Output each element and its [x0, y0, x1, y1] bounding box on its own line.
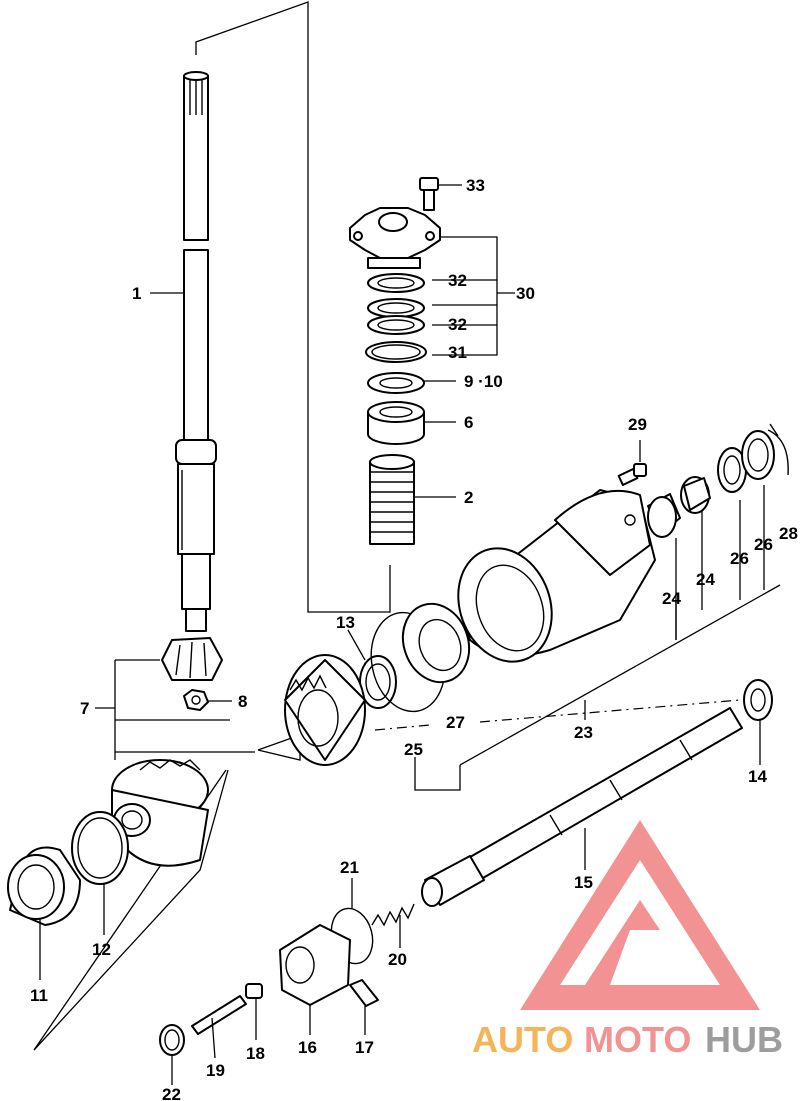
- callout-13: 13: [336, 613, 355, 632]
- callout-20: 20: [388, 950, 407, 969]
- part-11-bearing: [7, 846, 81, 926]
- part-23-housing: [457, 489, 656, 663]
- logo-triangle-icon: [520, 820, 760, 1010]
- callout-24-b: 24: [696, 570, 715, 589]
- part-14-washer: [743, 679, 773, 721]
- callout-24-a: 24: [662, 589, 681, 608]
- part-33-bolt: [419, 177, 439, 211]
- seal-stack: [365, 273, 427, 363]
- callout-14: 14: [748, 767, 767, 786]
- callout-6: 6: [464, 413, 473, 432]
- callout-22: 22: [162, 1085, 181, 1101]
- part-16-clutch: [279, 924, 351, 1006]
- callout-2: 2: [464, 488, 473, 507]
- part-28-clip: [767, 423, 789, 476]
- part-6-bearing: [367, 401, 425, 445]
- callout-27: 27: [446, 713, 465, 732]
- part-9-10-shim: [367, 372, 425, 394]
- callout-21: 21: [340, 858, 359, 877]
- watermark-auto: AUTO: [472, 1019, 573, 1060]
- part-19-push-rod: [191, 995, 247, 1035]
- part-1-drive-shaft: [175, 71, 217, 632]
- callout-32-a: 32: [448, 271, 467, 290]
- callout-32-b: 32: [448, 315, 467, 334]
- part-17-pin: [349, 979, 379, 1007]
- callout-23: 23: [574, 723, 593, 742]
- callout-11: 11: [30, 986, 48, 1005]
- callout-19: 19: [206, 1061, 225, 1080]
- callout-7: 7: [80, 699, 89, 718]
- callout-9-10: 9 ·10: [464, 372, 503, 391]
- part-reverse-gear: [284, 654, 366, 766]
- part-24-needle-bearings: [647, 476, 711, 538]
- callout-15: 15: [574, 873, 593, 892]
- callout-26-b: 26: [754, 535, 773, 554]
- leader-lines: [39, 184, 761, 1085]
- part-18-follower: [245, 983, 263, 999]
- callout-28: 28: [779, 524, 798, 543]
- watermark-logo: AUTO MOTO HUB: [472, 820, 783, 1060]
- callout-29: 29: [628, 415, 647, 434]
- callout-26-a: 26: [730, 549, 749, 568]
- callout-8: 8: [238, 692, 247, 711]
- watermark-moto: MOTO: [584, 1019, 691, 1060]
- watermark-hub: HUB: [705, 1019, 783, 1060]
- group-lines: [33, 1, 781, 1051]
- callout-18: 18: [246, 1044, 265, 1063]
- part-2-sleeve: [369, 454, 415, 545]
- callout-30: 30: [516, 284, 535, 303]
- part-8-nut: [183, 689, 209, 711]
- part-26-seals: [717, 430, 775, 493]
- part-7-pinion-gear: [161, 637, 223, 681]
- callout-33: 33: [466, 176, 485, 195]
- part-12-shim: [71, 811, 129, 885]
- callout-17: 17: [355, 1038, 374, 1057]
- callout-16: 16: [298, 1038, 317, 1057]
- part-27-bearing: [401, 602, 471, 684]
- part-30-housing: [349, 207, 441, 269]
- callout-12: 12: [92, 940, 111, 959]
- part-forward-gear: [111, 759, 209, 867]
- callout-31: 31: [448, 343, 467, 362]
- part-22-ring: [159, 1024, 185, 1056]
- callout-25: 25: [404, 740, 423, 759]
- logo-inner-mark: [585, 900, 660, 985]
- part-15-propeller-shaft: [421, 707, 743, 907]
- part-20-spring: [371, 903, 415, 927]
- part-29-bolt: [617, 463, 647, 486]
- callout-1: 1: [132, 284, 141, 303]
- callout-labels: 1 2 6 7 8 9 ·10 11 12 13 14 15 16 17 18 …: [30, 176, 798, 1101]
